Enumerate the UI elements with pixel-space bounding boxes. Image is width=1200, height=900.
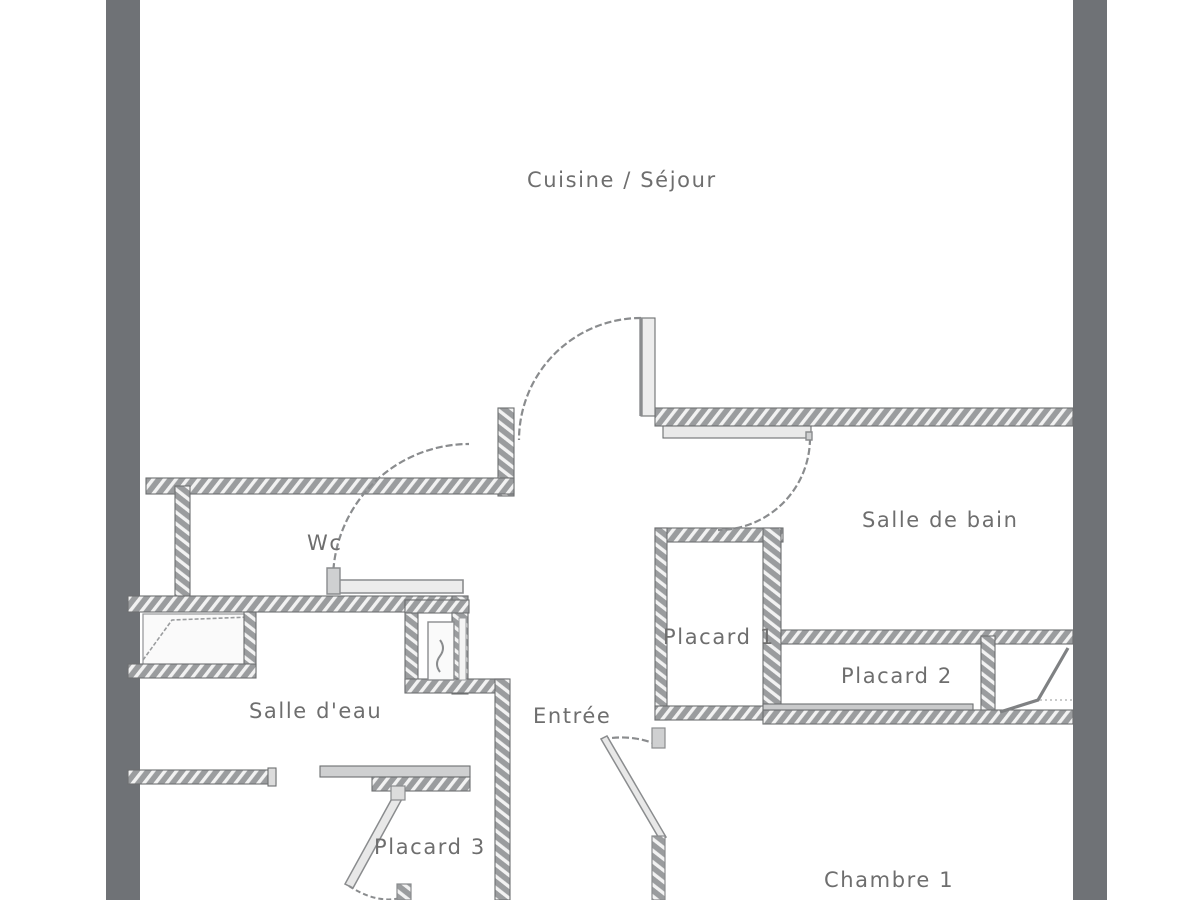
door-chambre1-jamb-lower bbox=[651, 835, 666, 900]
wall-placard3-top2 bbox=[371, 776, 471, 792]
room-label-entree: Entrée bbox=[533, 704, 612, 728]
wall-placard2-bottom bbox=[762, 709, 1074, 725]
wall-placard1-left bbox=[654, 527, 668, 721]
wall-salledeau-lowerleft-cap bbox=[267, 767, 277, 787]
door-placard-3-hinge bbox=[390, 785, 406, 801]
wall-wc-left-vertical bbox=[174, 485, 191, 605]
wall-cuisine-stub-lower bbox=[662, 425, 812, 439]
fixture-wc-counter-bevel bbox=[142, 616, 251, 661]
room-label-salle-de-bain: Salle de bain bbox=[862, 508, 1019, 532]
wall-placard1-bottom bbox=[654, 705, 782, 721]
room-label-salle-d-eau: Salle d'eau bbox=[249, 699, 383, 723]
interior-walls bbox=[127, 317, 1074, 900]
room-label-placard-2: Placard 2 bbox=[841, 664, 953, 688]
fixture-salledeau-sink bbox=[427, 621, 455, 681]
room-label-placard-3: Placard 3 bbox=[374, 835, 486, 859]
left-exterior-wall bbox=[106, 0, 140, 900]
door-wc-entry-arc bbox=[331, 442, 470, 581]
room-label-cuisine-sejour: Cuisine / Séjour bbox=[527, 168, 717, 192]
wall-wc-niche-bottom bbox=[127, 663, 257, 679]
wall-wc-top bbox=[145, 477, 515, 495]
wall-cuisine-bottom-right bbox=[654, 407, 1074, 427]
room-label-wc: Wc bbox=[307, 531, 343, 555]
door-wc-entry-leaf bbox=[332, 579, 464, 594]
fixture-salledeau-sink-drain bbox=[436, 639, 444, 673]
right-exterior-wall bbox=[1073, 0, 1107, 900]
doors bbox=[326, 316, 813, 900]
wall-placard3-top bbox=[319, 765, 471, 778]
fixture-salledeau-door-slot bbox=[458, 617, 467, 681]
door-salle-de-bain-arc bbox=[717, 437, 812, 532]
door-entree-chambre-jamb bbox=[651, 727, 666, 749]
wall-salledeau-niche-bot bbox=[404, 678, 509, 694]
wall-salledeau-niche-top bbox=[404, 599, 470, 614]
wall-wc-left-upper bbox=[497, 407, 515, 497]
wall-wc-niche-right bbox=[243, 611, 257, 673]
door-cuisine-wc-arc bbox=[517, 316, 642, 441]
room-label-chambre-1: Chambre 1 bbox=[824, 868, 955, 892]
door-salle-de-bain-leaf bbox=[805, 431, 813, 441]
wall-salledeau-lowerleft bbox=[127, 769, 277, 785]
door-entree-chambre-leaf bbox=[599, 735, 668, 841]
fixture-wc-counter bbox=[142, 613, 251, 669]
room-label-placard-1: Placard 1 bbox=[663, 625, 775, 649]
wall-entree-left-vertical bbox=[494, 678, 511, 900]
wall-vertical-door-jamb bbox=[640, 317, 656, 417]
door-placard-3-jamb-lower bbox=[396, 883, 412, 900]
wall-placard2-divider bbox=[980, 635, 996, 721]
fixture-placard2-corner bbox=[999, 647, 1070, 714]
wall-placard2-top bbox=[780, 629, 1074, 645]
wall-salledeau-niche-left bbox=[404, 599, 419, 693]
exterior-walls bbox=[106, 0, 1107, 900]
wall-placard1-right bbox=[762, 527, 782, 721]
door-wc-entry-jamb bbox=[326, 567, 341, 595]
wall-placard2-bottom-thin bbox=[762, 703, 974, 711]
